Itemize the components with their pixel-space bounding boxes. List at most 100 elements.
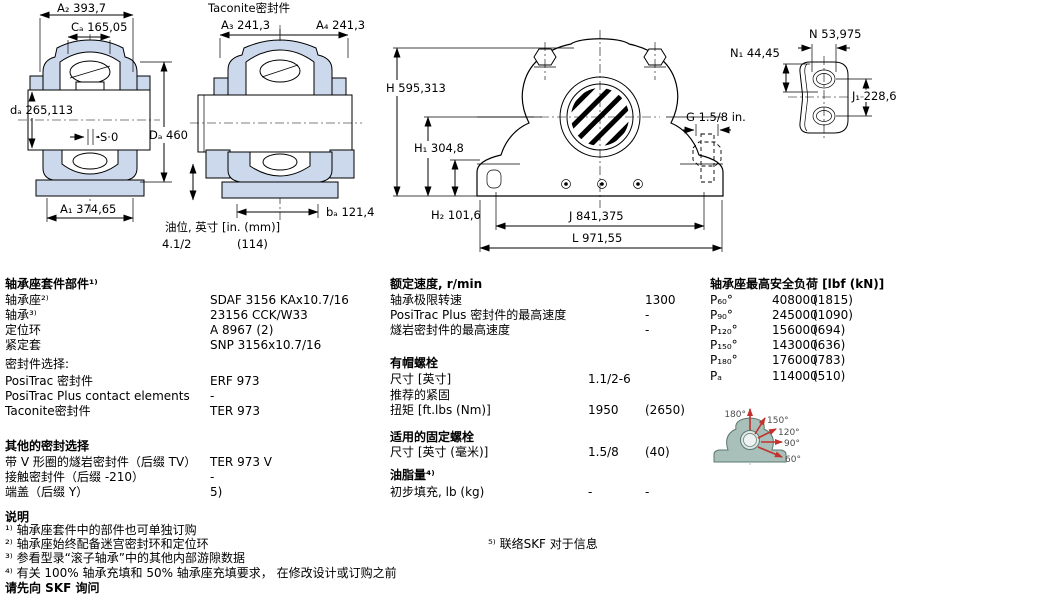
footnote-2: ²⁾ 轴承座始终配备迷宫密封环和定位环: [5, 537, 209, 551]
taconite-base-plate: [221, 181, 339, 199]
taconite-seal-left: [205, 149, 231, 179]
dim-a1: A₁ 374,65: [46, 198, 134, 222]
grease-fill-label: 初步填充, lb (kg): [390, 485, 485, 499]
load-value-p120: 156000: [772, 323, 818, 337]
dim-n-label: N 53,975: [809, 27, 862, 41]
seal-value-taconite: TER 973: [210, 404, 260, 418]
attachment-bolt-size-value: 1.5/8: [588, 445, 619, 459]
load-value-p60: 408000: [772, 293, 818, 307]
other-seal-value-endcover: 5): [210, 485, 223, 499]
load-direction-diagram: 180° 150° 120° 90° 60°: [713, 408, 801, 465]
seal-label-positrac: PosiTrac 密封件: [5, 374, 94, 388]
attachment-bolt-size-value-metric: (40): [645, 445, 670, 459]
component-label-bearing: 轴承³⁾: [5, 308, 37, 322]
cap-bolt-torque-value: 1950: [588, 403, 619, 417]
load-value-p180: 176000: [772, 353, 818, 367]
load-arrows: [747, 408, 783, 458]
dim-h-label: H 595,313: [386, 81, 446, 95]
load-alt-p180: (783): [813, 353, 846, 367]
dim-a2-label: A₂ 393,7: [57, 1, 106, 15]
load-value-p90: 245000: [772, 308, 818, 322]
cap-bolt-recommend-label: 推荐的紧固: [390, 388, 451, 402]
other-seal-title: 其他的密封选择: [5, 439, 90, 453]
dim-a4-label: A₄ 241,3: [316, 18, 365, 32]
loads-title: 轴承座最高安全负荷 [lbf (kN)]: [710, 277, 885, 291]
oil-level-label: 油位, 英寸 [in. (mm)]: [165, 220, 280, 234]
component-value-locating-ring: A 8967 (2): [210, 323, 274, 337]
cap-bolt-torque-label: 扭矩 [ft.lbs (Nm)]: [390, 403, 491, 417]
other-seal-value-210: -: [210, 470, 215, 484]
other-seal-label-210: 接触密封件（后缀 -210）: [5, 470, 145, 484]
bearing-lower: [72, 152, 108, 170]
dim-h1-label: H₁ 304,8: [414, 141, 464, 155]
speed-value-taconite: -: [645, 323, 650, 337]
dim-a3-label: A₃ 241,3: [221, 18, 270, 32]
load-value-pa: 114000: [772, 369, 818, 383]
load-label-p180: P₁₈₀°: [710, 353, 738, 367]
dim-da-label: dₐ 265,113: [10, 103, 73, 117]
oil-level-mm: (114): [237, 237, 268, 251]
dim-l: L 971,55: [479, 200, 723, 252]
component-value-housing: SDAF 3156 KAx10.7/16: [210, 293, 349, 307]
dim-j1-label: J₁ 228,6: [851, 89, 897, 103]
dim-da: dₐ 265,113: [10, 91, 73, 149]
load-label-p60: P₆₀°: [710, 293, 733, 307]
components-title: 轴承座套件部件¹⁾: [5, 277, 98, 291]
angle-120-label: 120°: [778, 428, 800, 438]
taconite-title: Taconite密封件: [207, 1, 290, 15]
base-plate-drawing: N 53,975 N₁ 44,45 J₁ 228,6: [730, 27, 899, 139]
technical-drawings: A₂ 393,7 Cₐ 165,05 dₐ 265,113 S 0: [10, 1, 899, 252]
oil-level-inches: 4.1/2: [162, 237, 191, 251]
grease-fill-value: -: [588, 485, 593, 499]
footnote-5: ⁵⁾ 联络SKF 对于信息: [488, 537, 598, 551]
component-label-adapter-sleeve: 紧定套: [5, 338, 42, 352]
footnote-4: ⁴⁾ 有关 100% 轴承充填和 50% 轴承座充填要求， 在修改设计或订购之前: [5, 566, 397, 580]
load-label-p120: P₁₂₀°: [710, 323, 738, 337]
dim-n: N 53,975: [798, 27, 862, 72]
cap-bolt-torque-value-metric: (2650): [645, 403, 685, 417]
load-value-p150: 143000: [772, 338, 818, 352]
angle-90-label: 90°: [784, 439, 800, 449]
seal-label-taconite: Taconite密封件: [5, 404, 91, 418]
dim-ba: bₐ 121,4: [236, 204, 374, 219]
footnote-3: ³⁾ 参看型录“滚子轴承”中的其他内部游隙数据: [5, 551, 246, 565]
attachment-bolts-title: 适用的固定螺栓: [390, 430, 475, 444]
component-label-housing: 轴承座²⁾: [5, 293, 49, 307]
speed-label-positrac-plus: PosiTrac Plus 密封件的最高速度: [390, 308, 567, 322]
dim-h: H 595,313: [384, 47, 574, 197]
dim-h1: H₁ 304,8: [412, 116, 542, 197]
other-seal-label-tv: 带 V 形圈的燧岩密封件（后缀 TV）: [5, 455, 197, 469]
cap-bolts-title: 有帽螺栓: [390, 356, 439, 370]
front-view-drawing: H 595,313 H₁ 304,8 H₂ 101,6 J 841,375: [384, 30, 746, 252]
dim-ca-label: Cₐ 165,05: [71, 20, 127, 34]
dim-a2: A₂ 393,7: [39, 1, 134, 72]
speeds-title: 额定速度, r/min: [390, 277, 483, 291]
attachment-bolt-size-label: 尺寸 [英寸 (毫米)]: [390, 445, 489, 459]
dim-j-label: J 841,375: [568, 209, 624, 223]
notes-title: 说明: [5, 510, 30, 524]
cap-bolt-size-label: 尺寸 [英寸]: [390, 372, 452, 386]
foot-bolt-slot: [486, 169, 502, 189]
dim-Da: Dₐ 460: [140, 61, 188, 183]
load-alt-p150: (636): [813, 338, 846, 352]
other-seal-value-tv: TER 973 V: [210, 455, 272, 469]
angle-150-label: 150°: [767, 416, 789, 426]
dim-j1: J₁ 228,6: [836, 78, 899, 117]
load-label-p150: P₁₅₀°: [710, 338, 738, 352]
load-label-p90: P₉₀°: [710, 308, 733, 322]
speed-label-limit: 轴承极限转速: [390, 293, 463, 307]
load-alt-p120: (694): [813, 323, 846, 337]
load-alt-p90: (1090): [813, 308, 853, 322]
grease-fill-value-metric: -: [645, 485, 650, 499]
seal-choice-title: 密封件选择:: [5, 357, 70, 371]
dim-j: J 841,375: [495, 192, 705, 230]
dim-s-label: S 0: [100, 130, 118, 144]
end-section-drawing: A₂ 393,7 Cₐ 165,05 dₐ 265,113 S 0: [10, 1, 188, 222]
component-value-adapter-sleeve: SNP 3156x10.7/16: [210, 338, 322, 352]
dim-ba-label: bₐ 121,4: [326, 205, 374, 219]
dim-h2: H₂ 101,6: [431, 159, 481, 222]
speed-value-limit: 1300: [645, 293, 676, 307]
load-alt-pa: (510): [813, 369, 846, 383]
dim-ca: Cₐ 165,05: [67, 20, 127, 54]
